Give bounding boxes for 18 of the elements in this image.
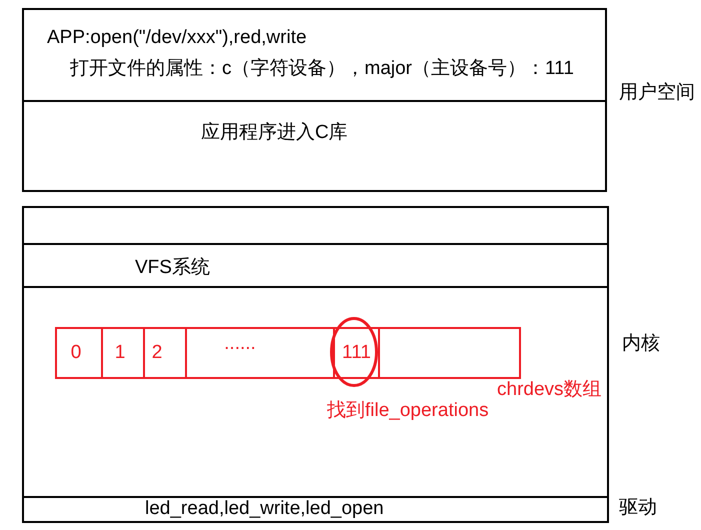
function-list: led_read,led_write,led_open [145,498,384,520]
band-label: VFS系统 [135,257,210,279]
index-label: ...... [224,333,256,355]
layer-label: 用户空间 [619,82,695,104]
description-text: 打开文件的属性：c（字符设备），major（主设备号）：111 [70,58,574,80]
code-line: APP:open("/dev/xxx"),red,write [47,27,307,49]
layer-box [22,206,609,523]
annotation: 找到file_operations [327,400,489,422]
index-label: 2 [152,342,162,364]
array-label: chrdevs数组 [497,379,602,401]
index-label: 111 [342,342,371,364]
layer-label: 内核 [622,333,660,355]
layer-label: 驱动 [619,497,657,519]
array-box [55,327,521,379]
index-label: 0 [70,342,82,364]
layer-box [22,8,607,192]
band-label: 应用程序进入C库 [201,122,348,144]
index-label: 1 [114,342,126,364]
